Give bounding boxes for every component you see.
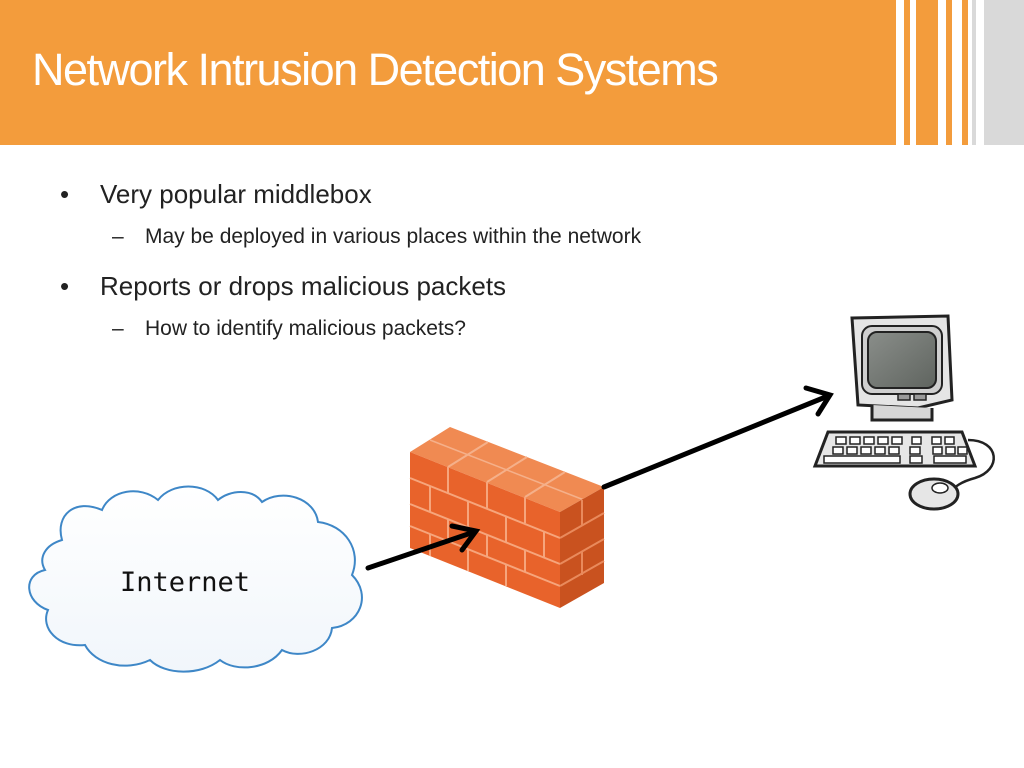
sub-bullet-glyph: – bbox=[112, 317, 124, 340]
sub-bullet-glyph: – bbox=[112, 225, 124, 248]
arrow-firewall-to-computer bbox=[601, 385, 834, 490]
decorative-stripe bbox=[972, 0, 976, 145]
cloud-icon: Internet bbox=[28, 485, 363, 673]
desktop-computer-icon bbox=[812, 314, 995, 511]
bullet-glyph: • bbox=[60, 271, 70, 301]
slide-title: Network Intrusion Detection Systems bbox=[32, 44, 719, 95]
decorative-stripe bbox=[916, 0, 938, 145]
sub-bullet-item: – May be deployed in various places with… bbox=[60, 216, 820, 258]
sub-bullet-item: – How to identify malicious packets? bbox=[60, 308, 820, 350]
decorative-stripe bbox=[984, 0, 1024, 145]
bullet-list: • Very popular middlebox – May be deploy… bbox=[60, 172, 820, 350]
sub-bullet-text: May be deployed in various places within… bbox=[145, 225, 642, 248]
bullet-item: • Reports or drops malicious packets bbox=[60, 264, 820, 308]
bullet-item: • Very popular middlebox bbox=[60, 172, 820, 216]
sub-bullet-text: How to identify malicious packets? bbox=[145, 317, 466, 340]
decorative-stripe bbox=[904, 0, 910, 145]
bullet-text: Very popular middlebox bbox=[100, 179, 372, 209]
cloud-label: Internet bbox=[120, 567, 250, 598]
title-bar: Network Intrusion Detection Systems bbox=[0, 0, 896, 145]
bullet-text: Reports or drops malicious packets bbox=[100, 271, 507, 301]
arrow-internet-to-firewall bbox=[365, 523, 481, 571]
decorative-stripe bbox=[962, 0, 968, 145]
brick-firewall-icon bbox=[409, 427, 605, 608]
decorative-stripe bbox=[946, 0, 952, 145]
bullet-glyph: • bbox=[60, 179, 70, 209]
